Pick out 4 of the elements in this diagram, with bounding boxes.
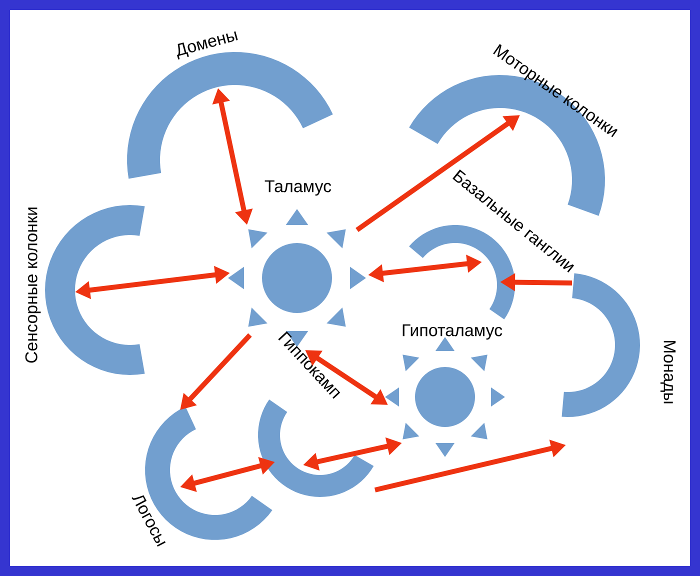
node-label: Гипоталамус	[402, 324, 502, 340]
node-label: Сенсорные колонки	[25, 208, 41, 363]
node-label: Монады	[660, 341, 676, 404]
node-label: Таламус	[264, 180, 332, 196]
